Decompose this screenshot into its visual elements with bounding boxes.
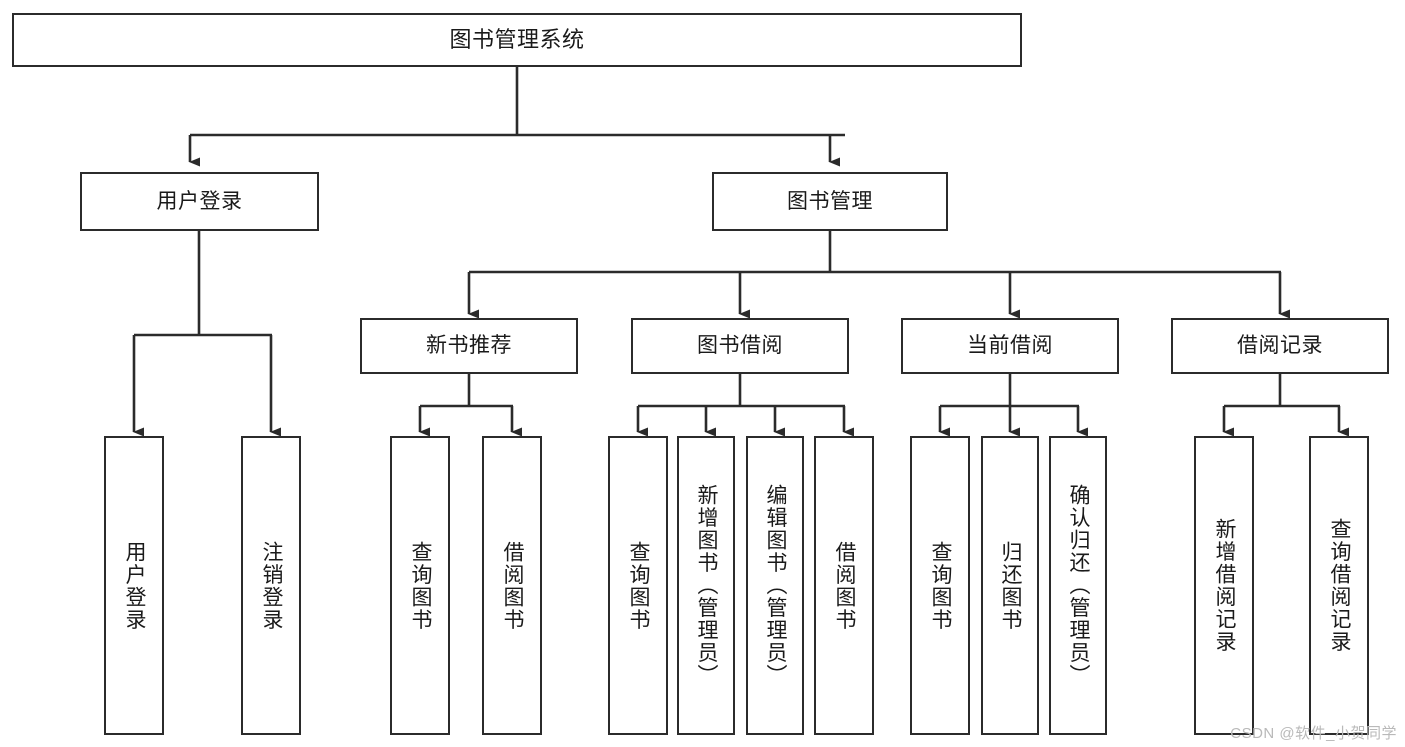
node-book-borrow-label: 图书借阅 [697, 334, 783, 358]
node-leaf-query-book-1-label: 查询图书 [409, 540, 433, 631]
node-leaf-return-book[interactable]: 归还图书 [981, 436, 1039, 735]
node-leaf-query-book-2[interactable]: 查询图书 [608, 436, 668, 735]
node-borrow-record[interactable]: 借阅记录 [1171, 318, 1389, 374]
node-leaf-borrow-book-2[interactable]: 借阅图书 [814, 436, 874, 735]
node-leaf-query-record[interactable]: 查询借阅记录 [1309, 436, 1369, 735]
node-leaf-add-record[interactable]: 新增借阅记录 [1194, 436, 1254, 735]
node-book-manage-label: 图书管理 [787, 189, 873, 213]
node-root-label: 图书管理系统 [449, 26, 585, 52]
node-leaf-edit-book-label: 编辑图书（管理员） [764, 484, 788, 687]
node-user-login-label: 用户登录 [156, 189, 243, 213]
node-root-book-management-system[interactable]: 图书管理系统 [12, 13, 1022, 67]
node-leaf-confirm-return[interactable]: 确认归还（管理员） [1049, 436, 1107, 735]
node-leaf-user-login-label: 用户登录 [123, 540, 147, 631]
csdn-watermark: CSDN @软件_小贺同学 [1230, 725, 1397, 742]
node-leaf-query-record-label: 查询借阅记录 [1328, 518, 1352, 653]
node-leaf-confirm-return-label: 确认归还（管理员） [1067, 484, 1091, 687]
node-leaf-query-book-3-label: 查询图书 [929, 540, 953, 631]
node-book-borrow[interactable]: 图书借阅 [631, 318, 849, 374]
node-leaf-borrow-book-1[interactable]: 借阅图书 [482, 436, 542, 735]
node-leaf-add-record-label: 新增借阅记录 [1213, 518, 1237, 653]
node-leaf-query-book-2-label: 查询图书 [627, 540, 651, 631]
node-leaf-edit-book[interactable]: 编辑图书（管理员） [746, 436, 804, 735]
node-leaf-user-login[interactable]: 用户登录 [104, 436, 164, 735]
node-leaf-borrow-book-1-label: 借阅图书 [501, 540, 525, 631]
node-leaf-query-book-3[interactable]: 查询图书 [910, 436, 970, 735]
node-current-borrow[interactable]: 当前借阅 [901, 318, 1119, 374]
node-leaf-add-book-label: 新增图书（管理员） [695, 484, 719, 687]
node-borrow-record-label: 借阅记录 [1237, 334, 1323, 358]
node-leaf-user-logout[interactable]: 注销登录 [241, 436, 301, 735]
node-leaf-query-book-1[interactable]: 查询图书 [390, 436, 450, 735]
node-new-book-recommend[interactable]: 新书推荐 [360, 318, 578, 374]
node-new-book-recommend-label: 新书推荐 [426, 334, 512, 358]
node-leaf-user-logout-label: 注销登录 [260, 540, 284, 631]
node-leaf-add-book[interactable]: 新增图书（管理员） [677, 436, 735, 735]
node-user-login[interactable]: 用户登录 [80, 172, 319, 231]
node-leaf-return-book-label: 归还图书 [999, 540, 1023, 631]
node-leaf-borrow-book-2-label: 借阅图书 [833, 540, 857, 631]
node-book-manage[interactable]: 图书管理 [712, 172, 948, 231]
node-current-borrow-label: 当前借阅 [967, 334, 1053, 358]
